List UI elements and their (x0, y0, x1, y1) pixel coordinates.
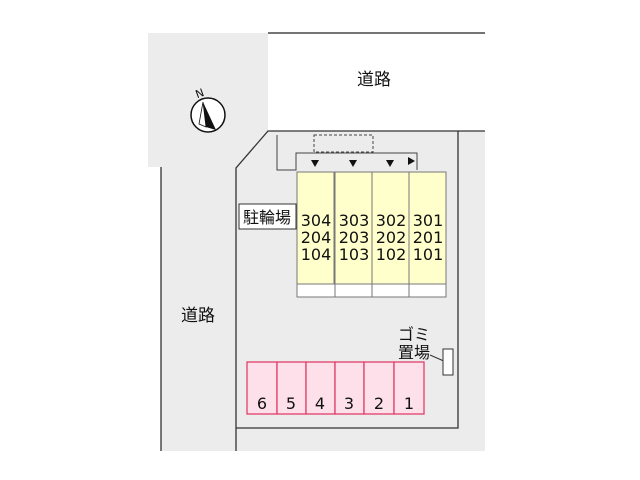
unit-label: 102 (376, 245, 407, 264)
left-road (148, 167, 161, 451)
unit-label: 302 (376, 211, 407, 230)
garbage-label-line1: ゴミ (398, 325, 430, 344)
parking-space-5 (276, 361, 307, 415)
entrance-arrow-icon (311, 160, 319, 167)
parking-number: 5 (286, 394, 296, 413)
building-column-303 (334, 171, 373, 285)
garbage-area (442, 348, 454, 376)
walkway (276, 135, 418, 171)
parking-space-6 (246, 361, 278, 415)
entrance-arrow-icon (386, 160, 394, 167)
parking-space-3 (334, 361, 365, 415)
compass-icon: N (190, 86, 226, 133)
unit-label: 304 (301, 211, 332, 230)
unit-label: 204 (301, 228, 332, 247)
left-road-label: 道路 (181, 306, 215, 326)
unit-label: 303 (339, 211, 370, 230)
parking-number: 6 (257, 394, 267, 413)
entrance-arrow-icon (408, 157, 415, 165)
garbage-label-line2: 置場 (398, 343, 430, 362)
dashed-area (313, 134, 374, 153)
parking-numbers: 6 5 4 3 2 1 (257, 394, 414, 413)
parking-space-2 (363, 361, 395, 415)
top-road-label: 道路 (357, 70, 391, 90)
parking-number: 2 (374, 394, 384, 413)
unit-label: 202 (376, 228, 407, 247)
parking-number: 3 (344, 394, 354, 413)
unit-label: 103 (339, 245, 370, 264)
unit-label: 104 (301, 245, 332, 264)
unit-label: 301 (413, 211, 444, 230)
parking-area (246, 361, 425, 415)
bicycle-parking-label: 駐輪場 (243, 208, 291, 227)
building-column-301 (408, 171, 447, 285)
top-road (268, 33, 485, 131)
parking-space-1 (393, 361, 425, 415)
building (296, 171, 447, 298)
unit-label: 201 (413, 228, 444, 247)
parking-number: 1 (404, 394, 414, 413)
parking-space-4 (305, 361, 336, 415)
unit-labels: 304 204 104 303 203 103 302 202 102 301 … (301, 211, 444, 264)
entrance-arrow-icon (349, 160, 357, 167)
unit-label: 203 (339, 228, 370, 247)
unit-label: 101 (413, 245, 444, 264)
bicycle-parking-box (238, 203, 297, 230)
parking-number: 4 (315, 394, 325, 413)
